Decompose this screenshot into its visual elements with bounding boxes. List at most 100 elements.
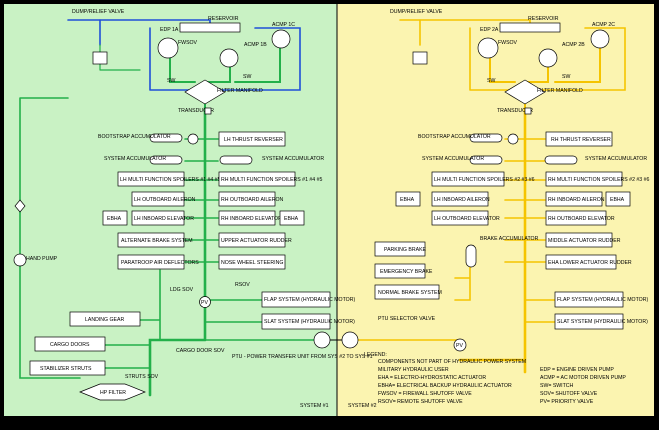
system-2-panel (337, 4, 654, 416)
reservoir-1-label: RESERVOIR (208, 16, 239, 22)
aileron-1-left-label: LH OUTBOARD AILERON (134, 197, 196, 203)
pump-acmp-2c-icon (590, 29, 610, 49)
pv-1b-icon (199, 296, 211, 308)
sys-acc-1-left-label: SYSTEM ACCUMULATOR (104, 156, 166, 162)
sys-acc-2-right-label: SYSTEM ACCUMULATOR (585, 156, 647, 162)
aileron-2-left-box (431, 191, 489, 207)
bootstrap-accumulator-2 (469, 133, 503, 143)
legend-left-item-2: EHA = ELECTRO-HYDROSTATIC ACTUATOR (378, 375, 486, 381)
edp-2a-label: EDP 2A (480, 27, 499, 33)
slat-2-box (554, 313, 624, 330)
dump-valve-2 (412, 51, 428, 65)
transducer-2-icon (524, 107, 532, 115)
struts-sov-label: STRUTS SOV (125, 374, 159, 380)
reservoir-1 (179, 22, 241, 33)
ebha-2-right-label: EBHA (610, 197, 625, 203)
cargo-sov-label: CARGO DOOR SOV (176, 348, 225, 354)
system-accumulator-2-left (469, 155, 503, 165)
bootstrap-accumulator-1 (149, 133, 183, 143)
sw-2a-label: SW (487, 78, 495, 84)
ebha-1-right-box (279, 210, 305, 226)
spoilers-2-right-box (545, 171, 623, 187)
landing-gear-box (69, 311, 141, 327)
filter-manifold-2-label: FILTER MANIFOLD (537, 88, 583, 94)
elevator-2-right-box (545, 210, 607, 226)
pump-acmp-1b-icon (219, 48, 239, 68)
spoilers-1-left-label: LH MULTI FUNCTION SPOILERS #1 #4 #5 (120, 177, 221, 183)
aileron-2-left-label: LH INBOARD AILERON (434, 197, 490, 203)
elevator-2-left-label: LH OUTBOARD ELEVATOR (434, 216, 500, 222)
cargo-doors-box (34, 336, 106, 352)
aileron-2-right-label: RH INBOARD AILERON (548, 197, 605, 203)
pv-2b-icon (453, 338, 467, 352)
bootstrap-1-label: BOOTSTRAP ACCUMULATOR (98, 134, 171, 140)
slat-1-label: SLAT SYSTEM (HYDRAULIC MOTOR) (264, 319, 355, 325)
system-accumulator-2-right (544, 155, 578, 165)
edp-1a-label: EDP 1A (160, 27, 179, 33)
hand-pump-label: HAND PUMP (26, 256, 58, 262)
fwsov-2-label: FWSOV (498, 40, 518, 46)
dump-valve-2-label: DUMP/RELIEF VALVE (390, 9, 443, 15)
ebha-2-right-box (605, 191, 631, 207)
pv-1b-label: PV (201, 300, 208, 306)
legend-left-item-5: RSOV= REMOTE SHUTOFF VALVE (378, 399, 463, 405)
ebha-1-left-label: EBHA (107, 216, 122, 222)
system-accumulator-1-left (149, 155, 183, 165)
transducer-2-label: TRANSDUCER (497, 108, 533, 114)
normal-brake-box (374, 284, 440, 300)
emergency-brake-box (374, 263, 426, 279)
sw-1b-label: SW (243, 74, 251, 80)
dump-valve-1-label: DUMP/RELIEF VALVE (72, 9, 125, 15)
stabilizer-struts-box (29, 360, 106, 376)
ptu-pump-right-icon (341, 331, 359, 349)
brake-accumulator (465, 244, 477, 268)
legend-left-item-3: EBHA= ELECTRICAL BACKUP HYDRAULIC ACTUAT… (378, 383, 512, 389)
middle-rudder-label: MIDDLE ACTUATOR RUDDER (548, 238, 621, 244)
spoilers-1-right-box (218, 171, 296, 187)
brake-accumulator-label: BRAKE ACCUMULATOR (480, 236, 539, 242)
legend: LEGEND: COMPONENTS NOT PART OF HYDRAULIC… (364, 352, 626, 405)
transducer-1-label: TRANSDUCER (178, 108, 214, 114)
filter-manifold-1-label: FILTER MANIFOLD (217, 88, 263, 94)
system-2-label: SYSTEM #2 (348, 403, 377, 409)
spoilers-2-right-label: RH MULTI FUNCTION SPOILERS #2 #3 #6 (548, 177, 649, 183)
elevator-1-left-box (131, 210, 185, 226)
elevator-1-right-box (218, 210, 276, 226)
pv-1-icon (187, 133, 199, 145)
legend-right-item-3: SOV= SHUTOFF VALVE (540, 391, 598, 397)
upper-rudder-1-box (218, 232, 286, 248)
middle-rudder-box (545, 232, 613, 248)
ptu-label: PTU - POWER TRANSFER UNIT FROM SYS #2 TO… (232, 354, 373, 360)
system-2-components: RESERVOIR DUMP/RELIEF VALVE EDP 2A FWSOV… (348, 9, 649, 409)
pump-edp-2a-icon (477, 37, 499, 59)
thrust-reverser-2-box (545, 131, 613, 147)
ptu-selector-label: PTU SELECTOR VALVE (378, 316, 436, 322)
pv-2-icon (507, 133, 519, 145)
dump-valve-1 (92, 51, 108, 65)
ebha-1-left-box (102, 210, 128, 226)
cargo-doors-label: CARGO DOORS (50, 342, 90, 348)
elevator-1-left-label: LH INBOARD ELEVATOR (134, 216, 194, 222)
acmp-2c-label: ACMP 2C (592, 22, 615, 28)
pv-2b-label: PV (456, 343, 463, 349)
parking-brake-box (374, 241, 426, 257)
ldg-sov-1-label: LDG SOV (170, 287, 194, 293)
legend-title: LEGEND: (364, 352, 387, 358)
slat-2-label: SLAT SYSTEM (HYDRAULIC MOTOR) (557, 319, 648, 325)
legend-left-items: COMPONENTS NOT PART OF HYDRAULIC POWER S… (378, 359, 526, 405)
elevator-2-left-box (431, 210, 489, 226)
landing-gear-label: LANDING GEAR (85, 317, 124, 323)
sys-acc-2-left-label: SYSTEM ACCUMULATOR (422, 156, 484, 162)
flap-1-label: FLAP SYSTEM (HYDRAULIC MOTOR) (264, 297, 355, 303)
normal-brake-label: NORMAL BRAKE SYSTEM (378, 290, 442, 296)
sw-2b-label: SW (562, 74, 570, 80)
lower-rudder-label: EHA LOWER ACTUATOR RUDDER (548, 260, 632, 266)
elevator-1-right-label: RH INBOARD ELEVATOR (221, 216, 282, 222)
hp-filter-label: HP FILTER (100, 390, 126, 396)
ptu-assembly: PTU - POWER TRANSFER UNIT FROM SYS #2 TO… (232, 331, 373, 360)
aileron-1-right-label: RH OUTBOARD AILERON (221, 197, 284, 203)
ebha-2-left-box (395, 191, 421, 207)
